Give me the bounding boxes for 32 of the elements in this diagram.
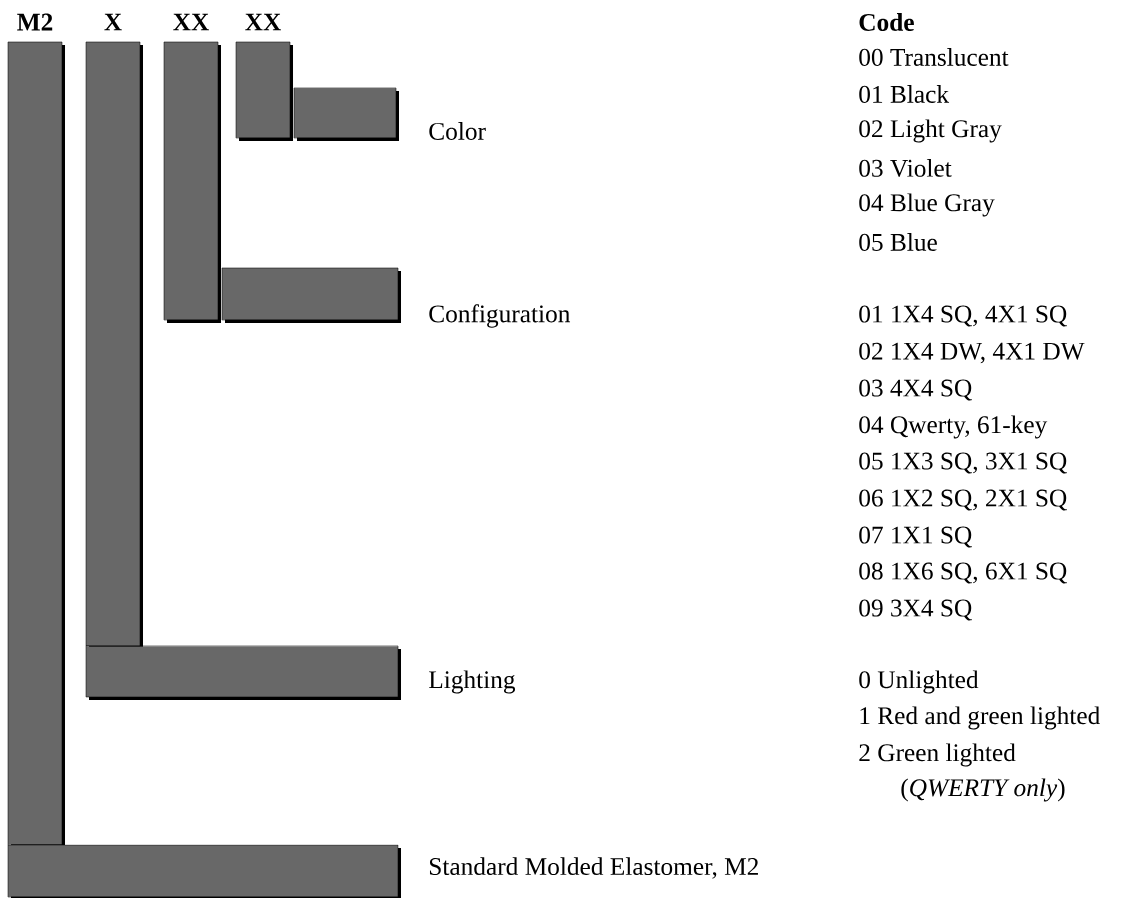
code-entry: 09 3X4 SQ xyxy=(859,599,972,621)
note: (QWERTY only) xyxy=(901,778,1065,802)
code-entry: 1 Red and green lighted xyxy=(860,706,1100,730)
code-entry: 03 Violet xyxy=(859,159,952,177)
bar xyxy=(85,645,401,700)
code-entry: 04 Qwerty, 61-key xyxy=(859,415,1048,439)
column-heading: XX xyxy=(173,13,209,31)
bar xyxy=(293,87,399,141)
field-label: Color xyxy=(429,122,486,140)
code-entry: 05 Blue xyxy=(859,233,937,251)
bar xyxy=(7,844,401,898)
code-entry: 00 Translucent xyxy=(859,48,1009,66)
field-label: Configuration xyxy=(429,304,570,328)
code-entry: 01 Black xyxy=(859,85,950,103)
column-heading: Code xyxy=(859,13,914,31)
column-heading: M2 xyxy=(17,13,53,31)
column-heading: XX xyxy=(245,13,281,31)
column-heading: X xyxy=(104,13,122,31)
code-entry: 2 Green lighted xyxy=(859,743,1016,767)
code-entry: 05 1X3 SQ, 3X1 SQ xyxy=(859,452,1067,474)
code-entry: 02 1X4 DW, 4X1 DW xyxy=(859,342,1085,364)
code-entry: 02 Light Gray xyxy=(859,119,1002,143)
bar xyxy=(221,267,401,323)
code-entry: 0 Unlighted xyxy=(859,670,979,694)
field-label: Standard Molded Elastomer, M2 xyxy=(429,857,758,879)
code-entry: 06 1X2 SQ, 2X1 SQ xyxy=(859,489,1067,511)
code-entry: 08 1X6 SQ, 6X1 SQ xyxy=(859,562,1067,584)
code-entry: 04 Blue Gray xyxy=(859,193,995,217)
code-entry: 07 1X1 SQ xyxy=(859,526,972,548)
code-entry: 03 4X4 SQ xyxy=(859,379,972,401)
code-entry: 01 1X4 SQ, 4X1 SQ xyxy=(859,305,1067,327)
field-label: Lighting xyxy=(429,670,516,694)
